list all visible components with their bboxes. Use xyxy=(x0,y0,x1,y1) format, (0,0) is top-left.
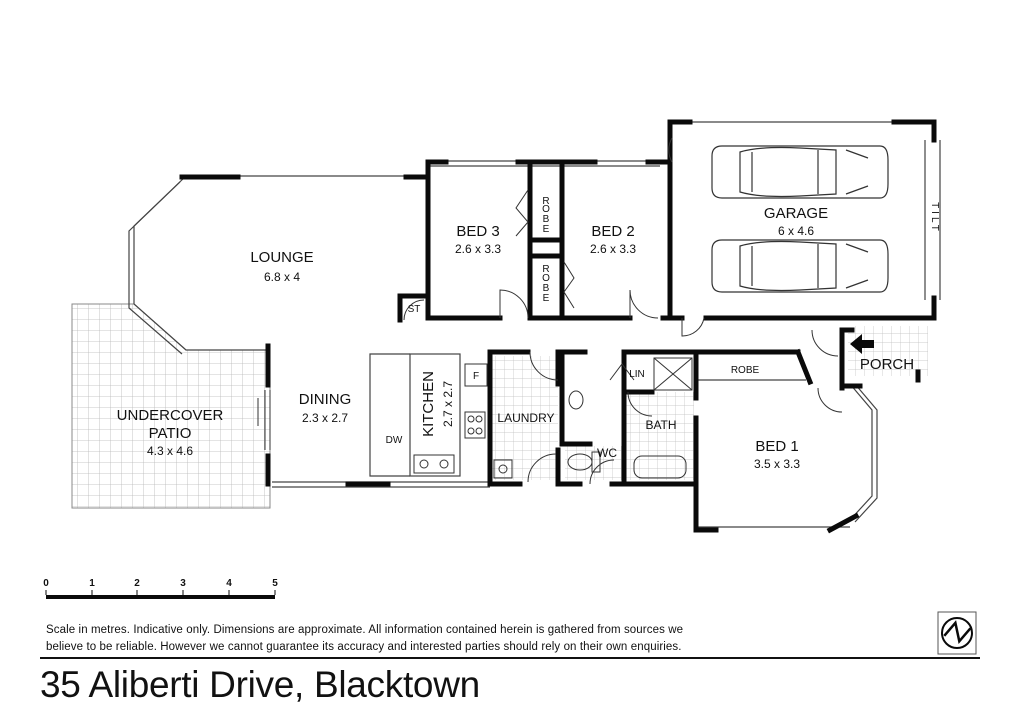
robe-bed3-letter-2: O xyxy=(542,204,550,215)
fridge-label: F xyxy=(473,371,479,382)
scale-tick-2: 2 xyxy=(134,578,140,589)
dining-name: DINING xyxy=(299,391,352,408)
entry-arrow-icon xyxy=(850,334,874,354)
bed2-size: 2.6 x 3.3 xyxy=(590,242,636,256)
disclaimer: Scale in metres. Indicative only. Dimens… xyxy=(46,622,826,656)
dining-size: 2.3 x 2.7 xyxy=(302,411,348,425)
garage-name: GARAGE xyxy=(764,205,828,222)
lounge-size: 6.8 x 4 xyxy=(264,270,300,284)
bed3-size: 2.6 x 3.3 xyxy=(455,242,501,256)
robe-bed3-letter-1: R xyxy=(542,196,549,207)
wc-name: WC xyxy=(597,446,617,460)
bath-name: BATH xyxy=(645,418,676,432)
porch-name: PORCH xyxy=(860,356,914,373)
garage-size: 6 x 4.6 xyxy=(778,224,814,238)
fixtures xyxy=(413,357,693,479)
robe-bed2-letter-1: R xyxy=(542,264,549,275)
scale-bar: 0 1 2 3 4 5 xyxy=(43,578,278,599)
car-icon xyxy=(711,239,889,293)
compass-icon xyxy=(937,611,977,655)
store-label: ST xyxy=(408,304,421,315)
robe-bed3-letter-4: E xyxy=(543,224,550,235)
kitchen-size: 2.7 x 2.7 xyxy=(441,381,455,427)
bath-floor xyxy=(626,392,694,480)
doors xyxy=(257,137,843,485)
patio-name-line1: UNDERCOVER xyxy=(117,407,224,424)
robe-bed2-letter-3: B xyxy=(543,283,550,294)
scale-tick-0: 0 xyxy=(43,578,49,589)
dishwasher-label: DW xyxy=(386,435,403,446)
laundry-name: LAUNDRY xyxy=(497,411,554,425)
robe-bed2-letter-4: E xyxy=(543,293,550,304)
scale-tick-4: 4 xyxy=(226,578,232,589)
robe-bed1-label: ROBE xyxy=(731,365,760,376)
garage-tilt-label: TILT xyxy=(929,202,940,234)
bed1-name: BED 1 xyxy=(755,438,798,455)
kitchen-name: KITCHEN xyxy=(420,371,437,437)
bed2-name: BED 2 xyxy=(591,223,634,240)
patio-name-line2: PATIO xyxy=(149,425,192,442)
divider xyxy=(40,657,980,659)
robe-bed2-letter-2: O xyxy=(542,273,550,284)
bed3-name: BED 3 xyxy=(456,223,499,240)
tiled-floors xyxy=(71,303,928,509)
laundry-floor xyxy=(492,356,558,480)
lounge-name: LOUNGE xyxy=(250,249,313,266)
patio-floor xyxy=(71,303,271,509)
car-icon xyxy=(711,145,889,199)
scale-tick-5: 5 xyxy=(272,578,278,589)
linen-label: LIN xyxy=(629,369,645,380)
room-labels: LOUNGE 6.8 x 4 BED 3 2.6 x 3.3 BED 2 2.6… xyxy=(117,202,940,471)
disclaimer-line-1: Scale in metres. Indicative only. Dimens… xyxy=(46,624,684,636)
disclaimer-line-2: believe to be reliable. However we canno… xyxy=(46,641,682,653)
bed1-size: 3.5 x 3.3 xyxy=(754,457,800,471)
scale-tick-3: 3 xyxy=(180,578,186,589)
fixture-labels: R O B E R O B E ROBE ST LIN DW F xyxy=(386,196,760,446)
scale-tick-1: 1 xyxy=(89,578,95,589)
robe-bed3-letter-3: B xyxy=(543,214,550,225)
property-address: 35 Aliberti Drive, Blacktown xyxy=(40,664,480,705)
patio-size: 4.3 x 4.6 xyxy=(147,444,193,458)
robe-doors xyxy=(515,189,635,381)
walls xyxy=(179,119,937,534)
